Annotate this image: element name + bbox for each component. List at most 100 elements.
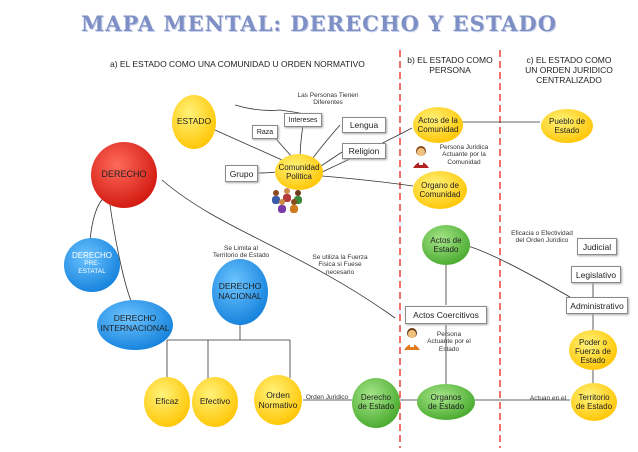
header-c-line2: UN ORDEN JURIDICO xyxy=(525,64,613,75)
node-derecho[interactable] xyxy=(91,142,157,208)
box-legislativo[interactable]: Legislativo xyxy=(571,266,621,283)
label-persona-juridica: Persona Juridica Actuante por la Comunid… xyxy=(430,144,498,166)
header-c-line1: c) EL ESTADO COMO xyxy=(526,55,612,65)
node-organos-estado[interactable] xyxy=(417,384,475,420)
box-administrativo[interactable]: Administrativo xyxy=(566,297,628,314)
box-actos-coercitivos[interactable]: Actos Coercitivos xyxy=(405,306,487,324)
node-organo-comunidad[interactable] xyxy=(413,171,467,209)
label-derecho-int-line1: DERECHO xyxy=(113,313,157,323)
label-pj-line2: Actuante por la xyxy=(442,151,486,159)
box-lengua[interactable]: Lengua xyxy=(342,117,386,133)
node-estado[interactable] xyxy=(172,95,216,149)
node-poder-fuerza[interactable] xyxy=(569,330,617,370)
label-actos-com-line1: Actos de la xyxy=(418,116,458,125)
node-actos-estado[interactable] xyxy=(422,225,470,265)
label-territorio-estado: Territorio de Estado xyxy=(570,393,618,411)
page-title: MAPA MENTAL: DERECHO Y ESTADO xyxy=(80,11,558,36)
label-personas-diferentes: Las Personas Tienen Diferentes xyxy=(290,92,366,107)
label-pa-line3: Estado xyxy=(438,345,460,353)
box-raza[interactable]: Raza xyxy=(252,125,278,139)
label-limita-line1: Se Limita al xyxy=(224,245,258,252)
label-personas-line1: Las Personas Tienen xyxy=(297,92,359,99)
label-actos-comunidad: Actos de la Comunidad xyxy=(412,116,464,134)
node-derecho-estado[interactable] xyxy=(352,378,400,428)
label-eficacia-line1: Eficacia o Efectividad xyxy=(511,230,573,237)
label-organo-comunidad: Organo de Comunidad xyxy=(412,181,468,199)
label-comunidad-politica: Comunidad Politica xyxy=(275,163,323,181)
label-der-nac-line1: DERECHO xyxy=(218,281,262,291)
label-organo-line1: Organo de xyxy=(421,181,459,190)
label-estado: ESTADO xyxy=(176,116,212,126)
node-comunidad-politica[interactable] xyxy=(275,154,323,190)
label-der-nac-line2: NACIONAL xyxy=(218,290,262,301)
label-persona-actuante: Persona Actuante por el Estado xyxy=(418,331,480,353)
label-organo-line2: Comunidad xyxy=(419,190,461,200)
label-territorio-line1: Territorio xyxy=(578,393,610,402)
header-c: c) EL ESTADO COMO UN ORDEN JURIDICO CENT… xyxy=(503,55,635,85)
label-derecho-pre-line2: PRE- xyxy=(84,260,100,268)
node-derecho-nacional[interactable] xyxy=(212,259,268,325)
label-der-estado-line2: de Estado xyxy=(357,402,395,412)
label-personas-line2: Diferentes xyxy=(313,99,343,107)
box-grupo[interactable]: Grupo xyxy=(225,165,258,182)
label-organos-estado: Organos de Estado xyxy=(418,393,474,411)
label-pueblo-estado: Pueblo de Estado xyxy=(542,117,592,135)
node-derecho-pre-estatal[interactable] xyxy=(64,238,120,292)
label-derecho-pre-estatal: DERECHO PRE- ESTATAL xyxy=(64,251,120,275)
label-orden-line1: Orden xyxy=(266,390,290,400)
label-fuerza-fisica: Se utiliza la Fuerza Fisica si Fuese nec… xyxy=(302,254,378,276)
label-organos-line2: de Estado xyxy=(427,402,465,412)
label-comunidad-line1: Comunidad xyxy=(278,163,320,172)
person-icon xyxy=(404,328,420,350)
node-derecho-internacional[interactable] xyxy=(97,300,173,350)
node-territorio-estado[interactable] xyxy=(571,383,617,421)
node-eficaz[interactable] xyxy=(144,377,190,427)
node-pueblo-estado[interactable] xyxy=(541,109,593,143)
person-icon xyxy=(413,146,429,168)
person-group-icon xyxy=(272,188,302,213)
label-pj-line1: Persona Juridica xyxy=(439,144,489,151)
header-b: b) EL ESTADO COMO PERSONA xyxy=(402,55,498,76)
label-pa-line2: Actuante por el xyxy=(427,338,471,346)
box-judicial[interactable]: Judicial xyxy=(577,238,617,255)
label-actos-est-line1: Actos de xyxy=(430,236,462,245)
header-b-line2: PERSONA xyxy=(429,64,471,75)
label-pa-line1: Persona xyxy=(436,331,462,338)
node-orden-normativo[interactable] xyxy=(254,375,302,425)
label-orden-normativo: Orden Normativo xyxy=(252,390,304,411)
label-eficaz: Eficaz xyxy=(155,396,179,406)
label-actos-estado: Actos de Estado xyxy=(422,236,470,254)
label-se-limita: Se Limita al Territorio de Estado xyxy=(206,245,276,260)
label-derecho-estado: Derecho de Estado xyxy=(350,393,402,411)
label-fuerza-line2: Fisica si Fuese xyxy=(318,261,362,269)
label-pueblo-line2: Estado xyxy=(554,126,580,136)
label-pj-line3: Comunidad xyxy=(447,158,481,166)
label-derecho-int-line2: INTERNACIONAL xyxy=(100,322,170,333)
label-poder-fuerza: Poder o Fuerza de Estado xyxy=(569,338,617,366)
label-actos-com-line2: Comunidad xyxy=(417,125,459,135)
node-actos-comunidad[interactable] xyxy=(413,107,463,143)
box-intereses[interactable]: Intereses xyxy=(284,113,322,127)
header-b-line1: b) EL ESTADO COMO xyxy=(407,55,493,65)
node-efectivo[interactable] xyxy=(192,377,238,427)
label-eficacia-line2: del Orden Juridico xyxy=(515,237,569,245)
label-derecho-internacional: DERECHO INTERNACIONAL xyxy=(97,313,173,334)
label-actos-est-line2: Estado xyxy=(433,245,459,255)
label-orden-line2: Normativo xyxy=(258,399,298,410)
label-comunidad-line2: Politica xyxy=(286,172,312,182)
header-c-line3: CENTRALIZADO xyxy=(536,74,602,85)
label-territorio-line2: de Estado xyxy=(575,402,613,412)
label-derecho: DERECHO xyxy=(101,169,147,179)
label-organos-line1: Organos xyxy=(430,393,462,402)
label-poder-line2: Fuerza de xyxy=(574,347,612,357)
label-fuerza-line3: necesario xyxy=(325,268,355,276)
label-efectivo: Efectivo xyxy=(199,396,231,406)
label-der-estado-line1: Derecho xyxy=(360,393,392,402)
label-derecho-nacional: DERECHO NACIONAL xyxy=(212,281,268,302)
box-religion[interactable]: Religion xyxy=(342,143,386,159)
label-orden-juridico: Orden Juridico xyxy=(305,394,349,401)
label-pueblo-line1: Pueblo de xyxy=(548,117,586,126)
label-fuerza-line1: Se utiliza la Fuerza xyxy=(312,254,368,261)
label-poder-line3: Estado xyxy=(580,356,606,366)
label-derecho-pre-line1: DERECHO xyxy=(71,251,112,260)
